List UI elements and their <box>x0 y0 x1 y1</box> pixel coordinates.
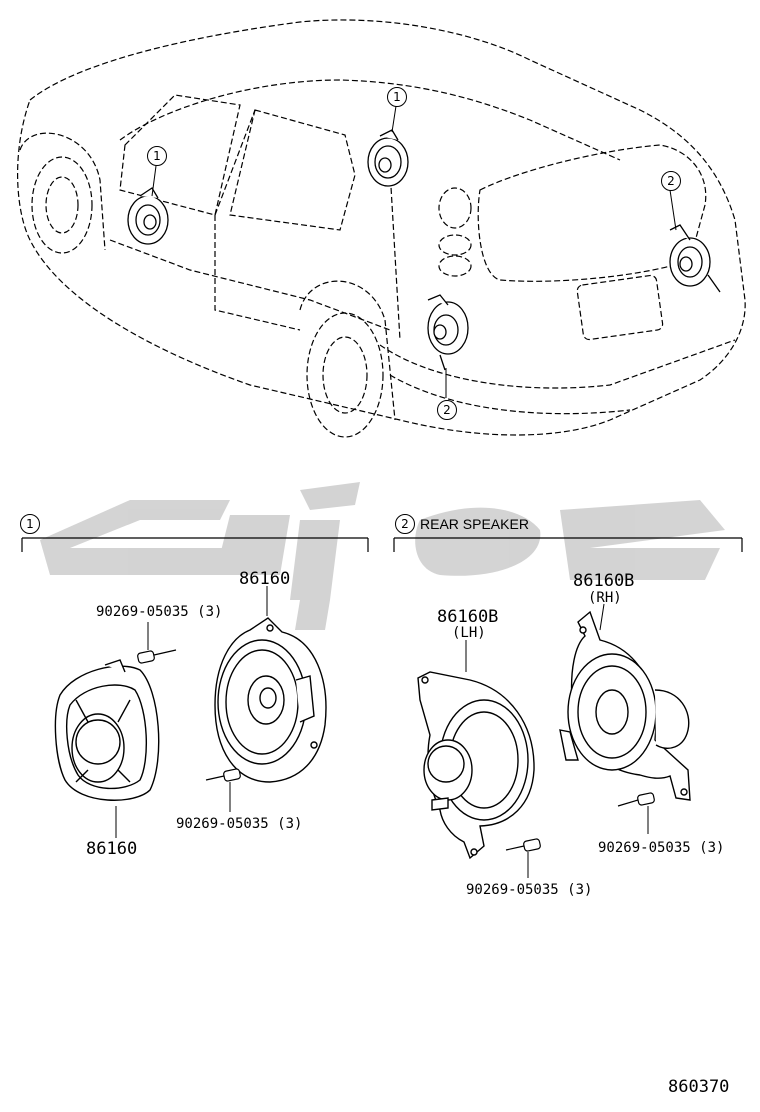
section-two-marker: 2 <box>395 514 415 534</box>
rivet-b-shape <box>205 768 241 782</box>
label-rivet-c: 90269-05035 (3) <box>466 882 593 898</box>
label-lh: (LH) <box>452 625 486 641</box>
section-one-bracket <box>21 537 369 552</box>
speaker-86160b-rh <box>559 610 691 801</box>
label-86160-bottom: 86160 <box>86 839 138 859</box>
label-86160b-lh: 86160B <box>437 607 499 627</box>
rivet-c-shape <box>505 838 541 852</box>
label-rivet-d: 90269-05035 (3) <box>598 840 725 856</box>
car-callout-leaders <box>151 105 677 398</box>
car-speaker-pillar <box>367 129 409 187</box>
rivet-a-shape <box>137 649 177 664</box>
label-rivet-b: 90269-05035 (3) <box>176 816 303 832</box>
speaker-86160b-lh <box>417 671 535 860</box>
speaker-86160-back <box>54 659 160 801</box>
label-rh: (RH) <box>588 590 622 606</box>
diagram-id: 860370 <box>668 1077 730 1097</box>
vehicle-outline <box>17 19 746 438</box>
watermark-logo <box>40 482 725 630</box>
callout-1-pillar: 1 <box>387 87 407 107</box>
callout-2-rear-lh: 2 <box>437 400 457 420</box>
car-speaker-front-door <box>127 187 169 245</box>
section-two-title: REAR SPEAKER <box>420 516 529 532</box>
speaker-86160-front <box>214 617 327 783</box>
label-86160b-rh: 86160B <box>573 571 635 591</box>
car-speaker-rear-rh <box>669 224 721 293</box>
rivet-d-shape <box>617 792 655 807</box>
label-rivet-a: 90269-05035 (3) <box>96 604 223 620</box>
callout-2-rear-rh: 2 <box>661 171 681 191</box>
leader-86160b-rh <box>599 603 605 631</box>
car-speaker-rear-lh <box>427 294 469 371</box>
label-86160-top: 86160 <box>239 569 291 589</box>
section-two-bracket <box>393 537 743 552</box>
callout-1-front-door: 1 <box>147 146 167 166</box>
section-one-marker: 1 <box>20 514 40 534</box>
